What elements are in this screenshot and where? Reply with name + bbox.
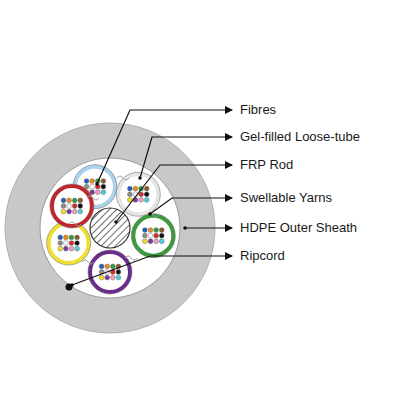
fibre <box>90 184 95 189</box>
yarn <box>69 222 81 226</box>
leader-lines <box>70 110 232 287</box>
fibre <box>159 239 164 244</box>
fibre <box>84 179 89 184</box>
loose-tube <box>49 223 89 263</box>
fibre <box>143 228 148 233</box>
frp-rod <box>90 208 130 248</box>
fibre <box>148 239 153 244</box>
fibre <box>127 186 132 191</box>
fibre <box>154 228 159 233</box>
fibre <box>101 190 106 195</box>
fibre <box>139 197 144 202</box>
fibre <box>69 246 74 251</box>
fibre <box>105 264 110 269</box>
fibre <box>75 241 80 246</box>
fibre <box>67 209 72 214</box>
fibre <box>75 235 80 240</box>
yarn <box>125 256 137 260</box>
fibre <box>67 198 72 203</box>
yarn <box>117 176 129 180</box>
leader-line <box>150 198 232 214</box>
fibre <box>69 241 74 246</box>
fibre <box>95 190 100 195</box>
fibre <box>99 275 104 280</box>
fibre <box>159 228 164 233</box>
fibre <box>154 233 159 238</box>
fibre <box>148 228 153 233</box>
part-label: HDPE Outer Sheath <box>240 220 357 236</box>
fibre <box>69 235 74 240</box>
fibre <box>58 246 63 251</box>
fibre <box>116 275 121 280</box>
loose-tube <box>133 216 173 256</box>
fibre <box>58 241 63 246</box>
fibre <box>61 198 66 203</box>
leader-dot <box>183 226 187 230</box>
fibre <box>78 198 83 203</box>
fibre <box>61 209 66 214</box>
part-label: FRP Rod <box>240 157 293 173</box>
fibre <box>159 233 164 238</box>
fibre <box>67 204 72 209</box>
fibre <box>116 270 121 275</box>
leader-dot <box>148 212 152 216</box>
yarn <box>87 196 99 200</box>
fibre <box>144 186 149 191</box>
tube-edge <box>131 214 175 258</box>
fibre <box>99 264 104 269</box>
fibre <box>143 239 148 244</box>
fibre <box>144 197 149 202</box>
fibre <box>133 186 138 191</box>
fibre <box>72 209 77 214</box>
fibre <box>148 233 153 238</box>
leader-line <box>140 137 232 178</box>
part-label: Gel-filled Loose-tube <box>240 129 360 145</box>
fibre <box>101 184 106 189</box>
fibre <box>63 241 68 246</box>
leader-dot <box>114 220 118 224</box>
fibre <box>61 204 66 209</box>
tube-edge <box>116 172 160 216</box>
fibre <box>143 233 148 238</box>
leader-dot <box>95 182 99 186</box>
leader-dot <box>70 283 74 287</box>
loose-tube <box>90 252 130 292</box>
fibre <box>154 239 159 244</box>
fibre <box>144 192 149 197</box>
fibre <box>110 275 115 280</box>
tube-edge <box>50 184 94 228</box>
leader-line <box>97 110 232 184</box>
part-label: Swellable Yarns <box>240 190 332 206</box>
part-label: Fibres <box>240 102 276 118</box>
fibre <box>72 198 77 203</box>
leader-line <box>116 165 232 222</box>
leader-dot <box>138 176 142 180</box>
fibre <box>110 264 115 269</box>
leader-line <box>185 227 232 228</box>
cable-core <box>40 158 180 298</box>
fibre <box>101 179 106 184</box>
fibre <box>127 192 132 197</box>
fibre <box>58 235 63 240</box>
leader-line <box>72 256 232 285</box>
yarn <box>147 213 159 217</box>
fibre <box>63 235 68 240</box>
loose-tubes <box>47 165 176 294</box>
loose-tube <box>118 174 158 214</box>
fibre <box>78 209 83 214</box>
fibre <box>105 275 110 280</box>
fibre <box>63 246 68 251</box>
swellable-yarns <box>69 176 159 264</box>
yarn <box>82 260 94 264</box>
loose-tube <box>52 186 92 226</box>
fibre <box>72 204 77 209</box>
fibre <box>78 204 83 209</box>
tube-edge <box>88 250 132 294</box>
fibre <box>90 179 95 184</box>
part-label: Ripcord <box>240 248 285 264</box>
fibre <box>75 246 80 251</box>
